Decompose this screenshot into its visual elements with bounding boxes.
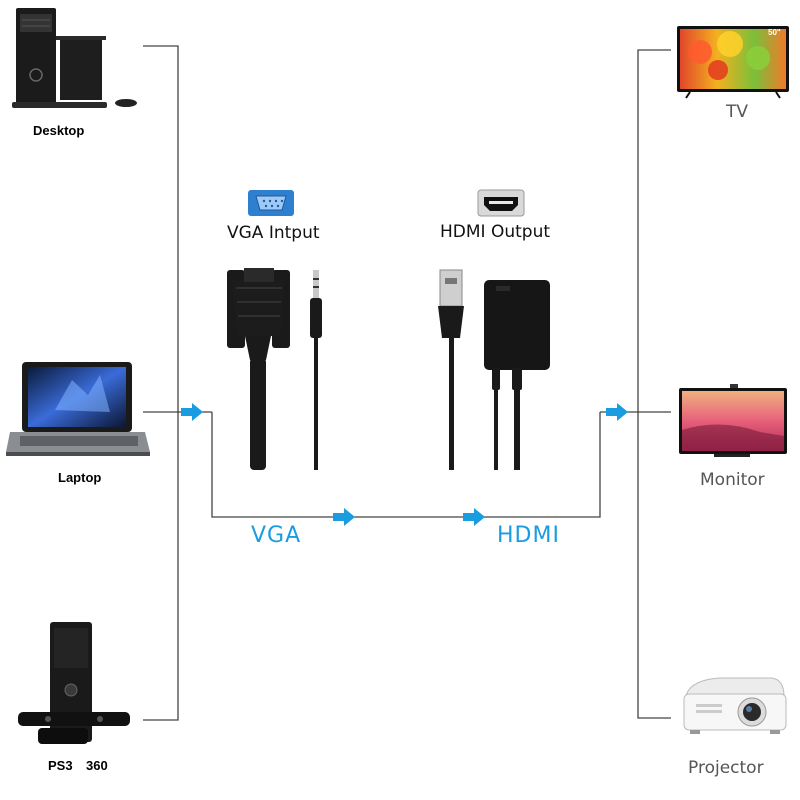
- monitor-icon: [679, 384, 787, 457]
- projector-icon: [683, 677, 787, 734]
- tv-label: TV: [726, 102, 749, 122]
- desktop-pc-icon: [12, 8, 137, 108]
- arrow-icon: [333, 508, 355, 526]
- game-console-icon: [18, 622, 130, 744]
- audio-jack-cable: [310, 270, 322, 470]
- desktop-label: Desktop: [33, 123, 85, 138]
- vga-cable: [227, 268, 290, 470]
- tv-size-badge: 50": [768, 28, 781, 37]
- vga-signal-label: VGA: [251, 523, 302, 548]
- console-360-label: 360: [86, 758, 108, 773]
- arrow-icon: [463, 508, 485, 526]
- laptop-label: Laptop: [58, 470, 102, 485]
- tv-icon: [677, 26, 789, 99]
- arrow-icon: [181, 403, 203, 421]
- hdmi-adapter-box: [484, 280, 550, 470]
- console-ps3-label: PS3: [48, 758, 73, 773]
- usb-cable: [438, 269, 464, 470]
- hdmi-port-icon: [477, 189, 525, 217]
- hdmi-signal-label: HDMI: [497, 523, 560, 548]
- vga-input-label: VGA Intput: [227, 223, 320, 243]
- arrow-icon: [606, 403, 628, 421]
- projector-label: Projector: [688, 758, 764, 778]
- destination-bus-lines: [600, 49, 671, 719]
- signal-arrows: [181, 403, 628, 526]
- source-bus-lines: [143, 45, 601, 721]
- laptop-icon: [6, 362, 150, 456]
- vga-port-icon: [248, 190, 294, 216]
- hdmi-output-label: HDMI Output: [440, 222, 551, 242]
- monitor-label: Monitor: [700, 470, 765, 490]
